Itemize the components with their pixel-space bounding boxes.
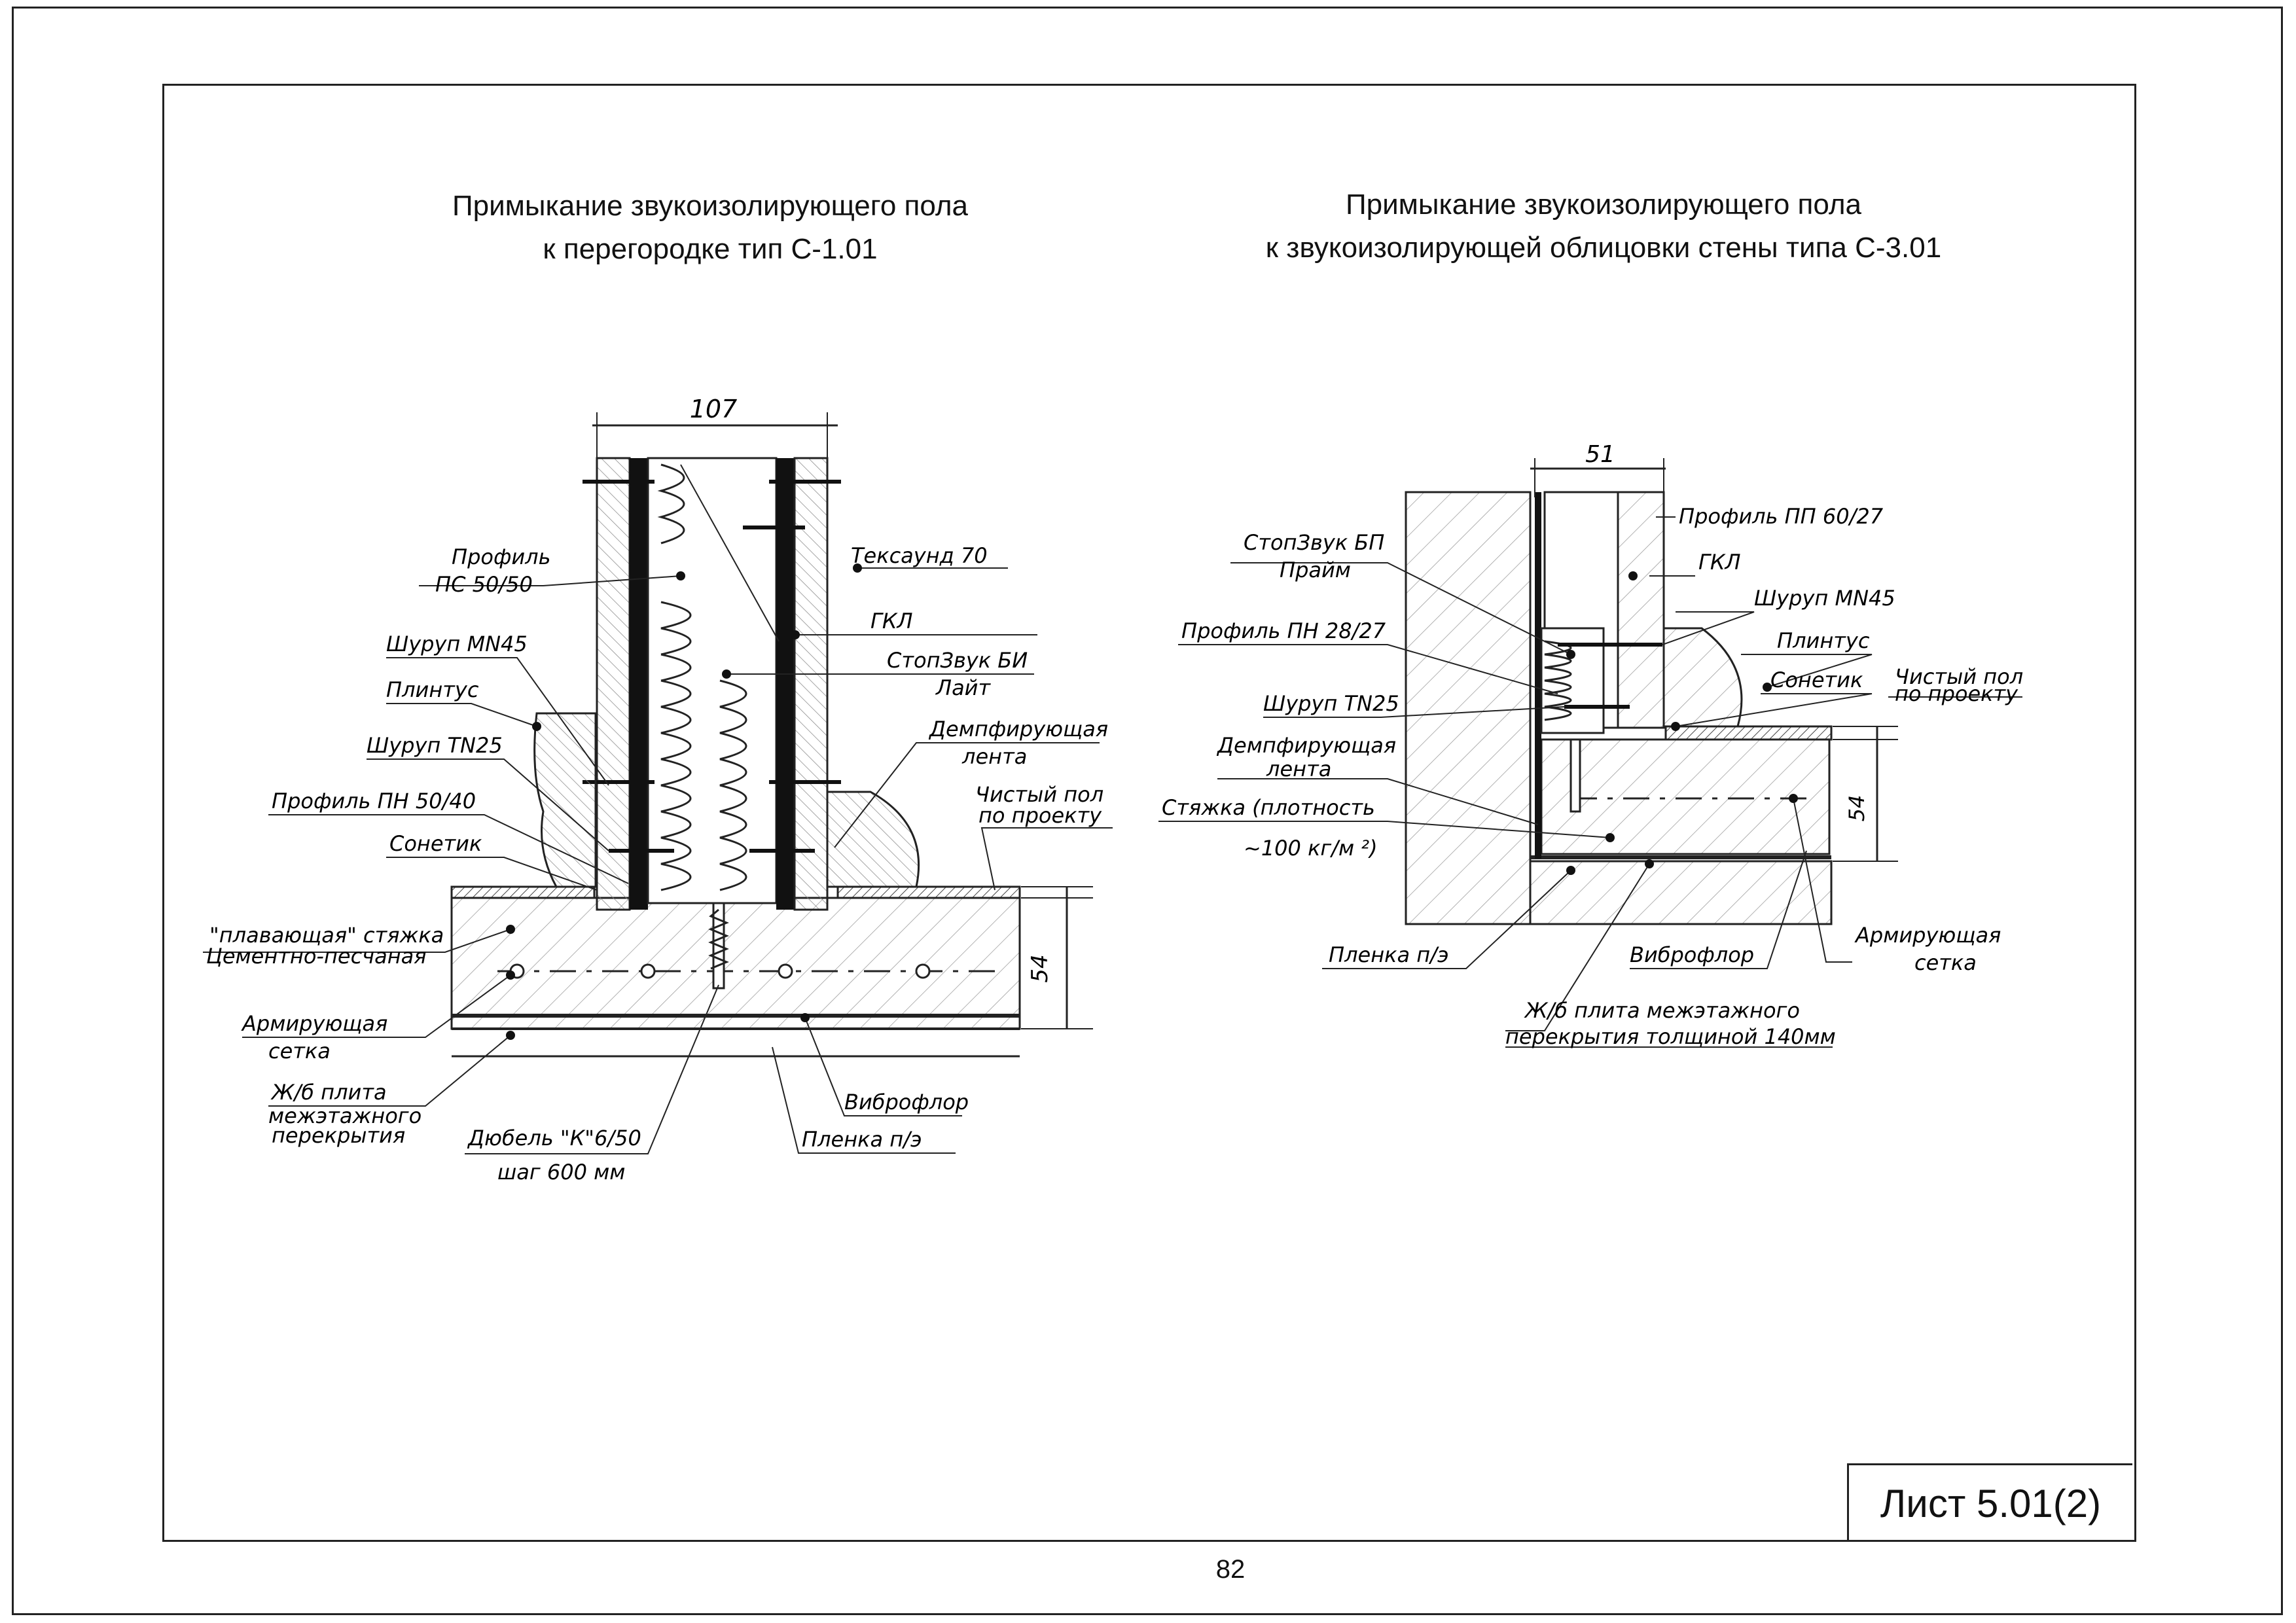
right-label-gkl: ГКЛ — [1698, 550, 1741, 575]
right-floor-finish — [1664, 725, 1833, 741]
right-label-pe-film: Пленка п/э — [1329, 942, 1449, 967]
left-plinth-right — [826, 791, 920, 888]
left-gkl-inner-left — [630, 458, 648, 910]
left-mesh-bar — [778, 963, 793, 979]
right-gkl — [1617, 491, 1665, 729]
left-screed — [450, 897, 1021, 1030]
left-mineral-wool-2 — [660, 653, 747, 891]
right-label-plinth: Плинтус — [1777, 628, 1870, 653]
drawing-frame — [162, 84, 2136, 1542]
page-number: 82 — [1215, 1555, 1246, 1584]
left-gkl-outer-right — [793, 457, 829, 911]
left-floor-finish-right — [836, 885, 1021, 899]
left-label-sonetik: Сонетик — [389, 831, 482, 856]
left-screw-group — [583, 480, 841, 853]
left-dim-width: 107 — [690, 395, 738, 423]
left-label-gkl: ГКЛ — [870, 609, 913, 633]
right-title-line2: к звукоизолирующей облицовки стены типа … — [1265, 232, 1942, 264]
left-detail-title: Примыкание звукоизолирующего пола к пере… — [367, 185, 1054, 271]
right-dim-height: 54 — [1844, 795, 1869, 822]
right-label-vibrofloor: Виброфлор — [1630, 942, 1754, 967]
right-title-line1: Примыкание звукоизолирующего пола — [1345, 188, 1862, 221]
right-masonry-wall — [1405, 491, 1532, 925]
left-label-vibrofloor: Виброфлор — [844, 1090, 969, 1115]
right-stopzvuk — [1544, 640, 1572, 721]
left-plinth-left — [533, 712, 597, 888]
right-label-profile-pn28: Профиль ПН 28/27 — [1181, 618, 1386, 643]
left-dim-height: 54 — [1027, 954, 1053, 982]
left-mesh-bar — [640, 963, 656, 979]
right-label-sonetik: Сонетик — [1770, 668, 1863, 692]
right-dowel — [1570, 738, 1581, 813]
sheet-label: Лист 5.01(2) — [1880, 1482, 2102, 1525]
left-label-plinth: Плинтус — [386, 677, 479, 702]
left-dowel-thread — [708, 908, 729, 970]
right-detail-title: Примыкание звукоизолирующего пола к звук… — [1178, 183, 2029, 270]
left-break-line — [680, 464, 780, 642]
sheet-number-box: Лист 5.01(2) — [1847, 1463, 2132, 1542]
right-plinth — [1662, 627, 1743, 728]
right-label-screw-tn25: Шуруп TN25 — [1263, 691, 1399, 716]
right-label-screed: Стяжка (плотность~100 кг/м ²) — [1162, 795, 1378, 861]
left-title-line2: к перегородке тип С-1.01 — [543, 233, 878, 265]
right-damping-tape — [1535, 492, 1541, 859]
right-label-profile-pp: Профиль ПП 60/27 — [1679, 504, 1884, 529]
left-mineral-wool — [660, 601, 692, 891]
right-screw-group — [1558, 643, 1662, 709]
left-label-pe-film: Пленка п/э — [802, 1127, 922, 1152]
right-label-screw-mn45: Шуруп MN45 — [1754, 586, 1895, 611]
left-mesh-bar — [915, 963, 931, 979]
left-label-teksaund: Тексаунд 70 — [851, 543, 988, 568]
left-floor-finish-left — [450, 885, 596, 899]
left-label-screw-mn45: Шуруп MN45 — [386, 632, 528, 656]
right-rc-slab — [1529, 860, 1833, 925]
left-label-screw-tn25: Шуруп TN25 — [367, 733, 503, 758]
left-label-profile-pn: Профиль ПН 50/40 — [272, 789, 476, 813]
right-dim-width: 51 — [1585, 441, 1615, 468]
left-gkl-inner-right — [776, 458, 795, 910]
left-insulation-cavity — [647, 457, 778, 904]
left-title-line1: Примыкание звукоизолирующего пола — [452, 190, 969, 222]
left-mineral-wool-top — [657, 463, 685, 544]
right-screed — [1540, 738, 1831, 855]
sheet-outer-border — [12, 7, 2283, 1615]
left-gkl-outer-left — [596, 457, 631, 911]
